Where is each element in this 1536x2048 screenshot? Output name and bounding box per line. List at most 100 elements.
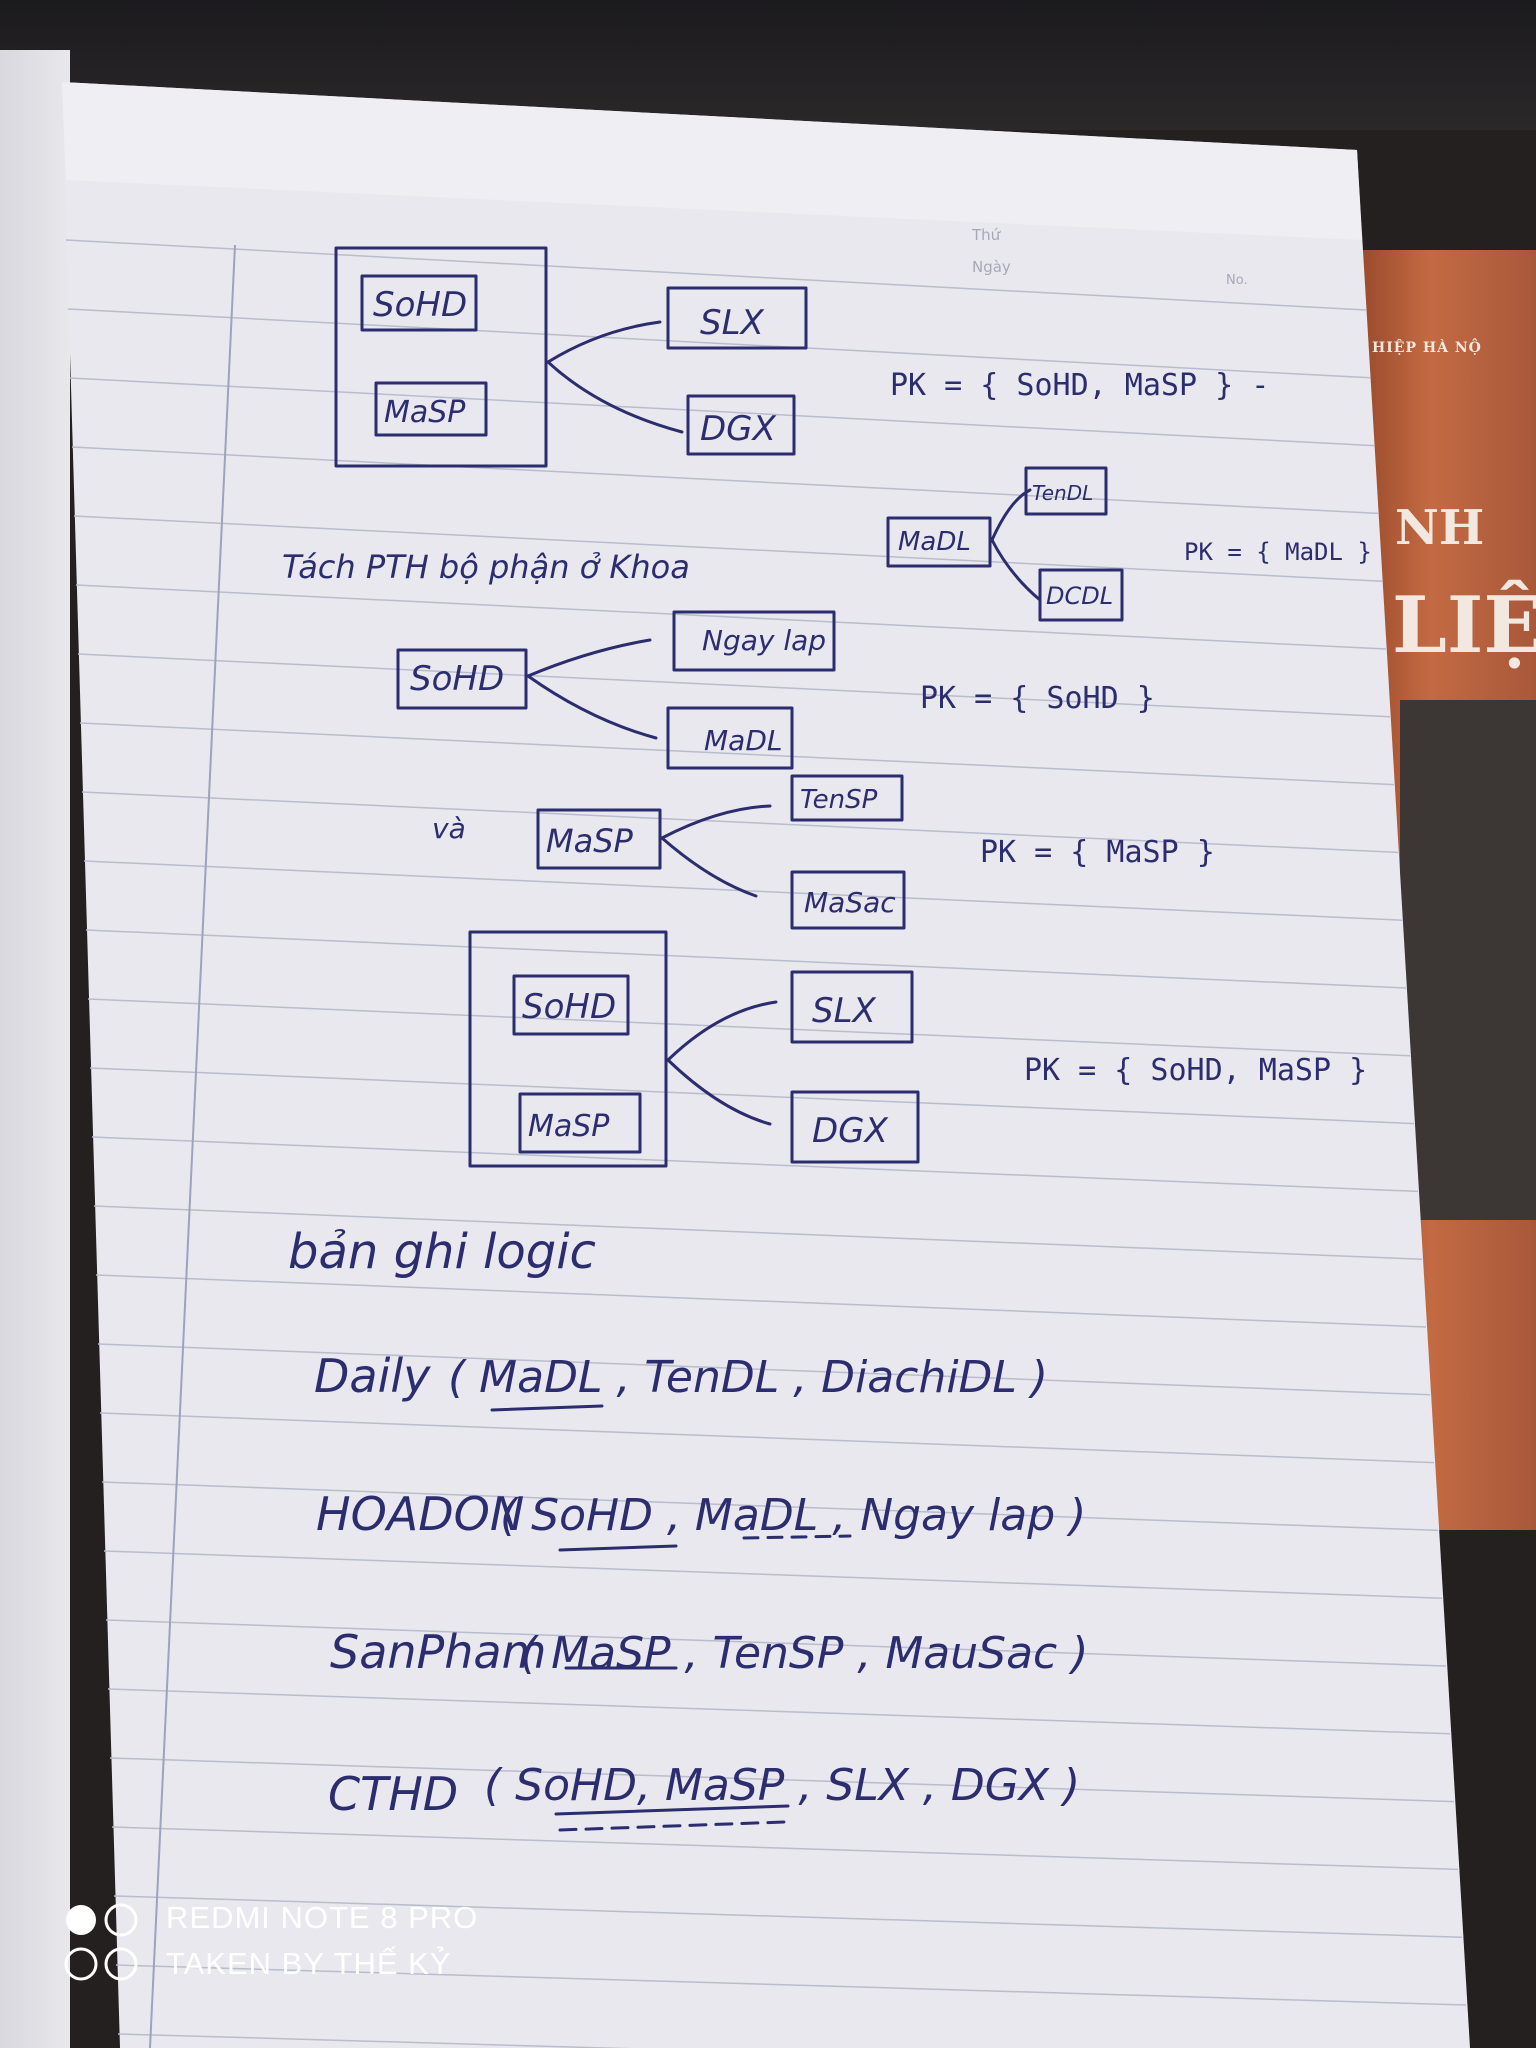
book-spine-text-2: LIỆ: [1392, 580, 1536, 671]
composite-key-box-2: [468, 930, 668, 1168]
diagram-4: và MaSP TenSP MaSac PK = { MaSP }: [432, 774, 1215, 930]
relation-daily-name: Daily: [314, 1349, 431, 1403]
ruled-line: [75, 584, 1387, 650]
ruled-line: [91, 1136, 1419, 1193]
relation-daily-attrs: ( MaDL , TenDL , DiachiDL ): [448, 1352, 1048, 1403]
ruled-line: [109, 1757, 1455, 1803]
pk-underline-sohd-masp: [554, 1804, 790, 1816]
fk-underline-madl: [742, 1534, 852, 1540]
arrow-to-madl: [526, 674, 658, 740]
relation-daily: Daily ( MaDL , TenDL , DiachiDL ): [314, 1349, 1048, 1412]
paper-header-band: [62, 82, 1362, 240]
diagram-3: SoHD Ngay lap MaDL PK = { SoHD }: [396, 610, 1155, 770]
logic-heading: bản ghi logic: [288, 1224, 596, 1280]
dep-box-slx: [666, 286, 808, 350]
margin-line: [149, 244, 236, 2048]
heading-tach-pth: Tách PTH bộ phận ở Khoa: [282, 548, 690, 586]
key-box-sohd-3: [512, 974, 630, 1036]
pk-underline-madl: [490, 1404, 604, 1412]
pk-1-text: PK = { SoHD, MaSP } -: [890, 368, 1269, 403]
ruled-line: [99, 1412, 1435, 1464]
ruled-line: [95, 1274, 1427, 1328]
ruled-line: [69, 377, 1375, 447]
key-sohd-3-text: SoHD: [522, 987, 616, 1027]
dep-tensp-text: TenSP: [800, 785, 878, 815]
book-spine-text-1: NH: [1395, 500, 1485, 556]
ruled-line: [113, 1895, 1463, 1938]
arrow-to-ngaylap: [526, 638, 652, 678]
key-masp-2-text: MaSP: [546, 822, 634, 860]
key-sohd-text: SoHD: [373, 285, 467, 325]
watermark-device: REDMI NOTE 8 PRO: [166, 1900, 479, 1935]
dep-dgx-2-text: DGX: [812, 1111, 889, 1151]
ruled-line: [97, 1343, 1431, 1396]
composite-key-box: [334, 246, 548, 468]
dep-box-tensp: [790, 774, 904, 822]
pk-3-text: PK = { SoHD }: [920, 681, 1155, 716]
dep-box-masac: [790, 870, 906, 930]
relation-sanpham-name: SanPham: [330, 1625, 546, 1679]
header-thu: Thứ: [971, 226, 1002, 244]
header-no: No.: [1226, 273, 1248, 288]
notebook-left-page: [0, 50, 70, 2048]
ruled-line: [115, 1964, 1467, 2006]
relation-cthd: CTHD ( SoHD, MaSP , SLX , DGX ): [328, 1760, 1080, 1832]
dep-ngaylap-text: Ngay lap: [702, 624, 826, 657]
dep-box-madl: [666, 706, 794, 770]
paper-sheet: [62, 82, 1470, 2048]
watermark-author: TAKEN BY THẾ KỶ: [166, 1946, 452, 1981]
key-box-sohd-2: [396, 648, 528, 710]
pk-5-text: PK = { SoHD, MaSP }: [1024, 1053, 1367, 1088]
pk-underline-sohd: [558, 1544, 678, 1552]
relation-cthd-name: CTHD: [328, 1767, 458, 1821]
arrow-to-dgx-2: [666, 1058, 772, 1126]
arrow-to-slx: [546, 320, 662, 364]
key-box-madl: [886, 516, 992, 568]
dep-dgx-text: DGX: [700, 409, 777, 449]
ruled-line: [89, 1067, 1415, 1125]
dep-dcdl-text: DCDL: [1046, 582, 1113, 610]
ruled-line: [67, 308, 1371, 379]
key-box-masp: [374, 381, 488, 437]
ruled-line: [111, 1826, 1459, 1871]
arrow-to-slx-2: [666, 1000, 778, 1062]
key-madl-text: MaDL: [898, 527, 971, 557]
key-box-masp-3: [518, 1092, 642, 1154]
dep-box-dgx: [686, 394, 796, 456]
diagram-5: SoHD MaSP SLX DGX PK = { SoHD, MaSP }: [468, 930, 1367, 1168]
ruled-lines: [65, 239, 1467, 2048]
ruled-line: [107, 1688, 1451, 1735]
prefix-va: và: [432, 812, 466, 845]
pk-2-text: PK = { MaDL }: [1184, 538, 1372, 566]
header-ngay: Ngày: [972, 258, 1011, 276]
relation-hoadon: HOADON ( SoHD , MaDL , Ngay lap ): [316, 1487, 1086, 1552]
ruled-line: [103, 1550, 1443, 1599]
ruled-line: [105, 1619, 1447, 1667]
dep-box-ngaylap: [672, 610, 836, 672]
relation-hoadon-name: HOADON: [316, 1487, 524, 1541]
dep-box-tendl: [1024, 466, 1108, 516]
arrow-to-tensp: [660, 804, 772, 840]
relation-sanpham: SanPham ( MaSP , TenSP , MauSac ): [330, 1625, 1088, 1679]
ruled-line: [65, 239, 1367, 311]
relation-sanpham-attrs: ( MaSP , TenSP , MauSac ): [520, 1628, 1088, 1679]
ruled-line: [87, 998, 1411, 1057]
pk-4-text: PK = { MaSP }: [980, 835, 1215, 870]
key-masp-text: MaSP: [384, 395, 466, 430]
dep-tendl-text: TenDL: [1032, 481, 1093, 505]
key-box-masp-2: [536, 808, 662, 870]
book-spine-small-text: HIỆP HÀ NỘ: [1372, 340, 1482, 356]
diagram-2: MaDL TenDL DCDL PK = { MaDL }: [886, 466, 1372, 622]
ruled-line: [85, 929, 1407, 989]
dep-box-dcdl: [1038, 568, 1124, 622]
ruled-line: [101, 1481, 1439, 1532]
arrow-to-dgx: [546, 360, 684, 434]
key-sohd-2-text: SoHD: [410, 659, 504, 699]
ruled-line: [71, 446, 1379, 515]
diagram-1: SoHD MaSP SLX DGX PK = { SoHD, MaSP } -: [334, 246, 1269, 468]
arrow-to-masac: [660, 836, 758, 898]
ruled-line: [79, 722, 1395, 786]
fk-underline-sohd-masp: [558, 1820, 786, 1832]
